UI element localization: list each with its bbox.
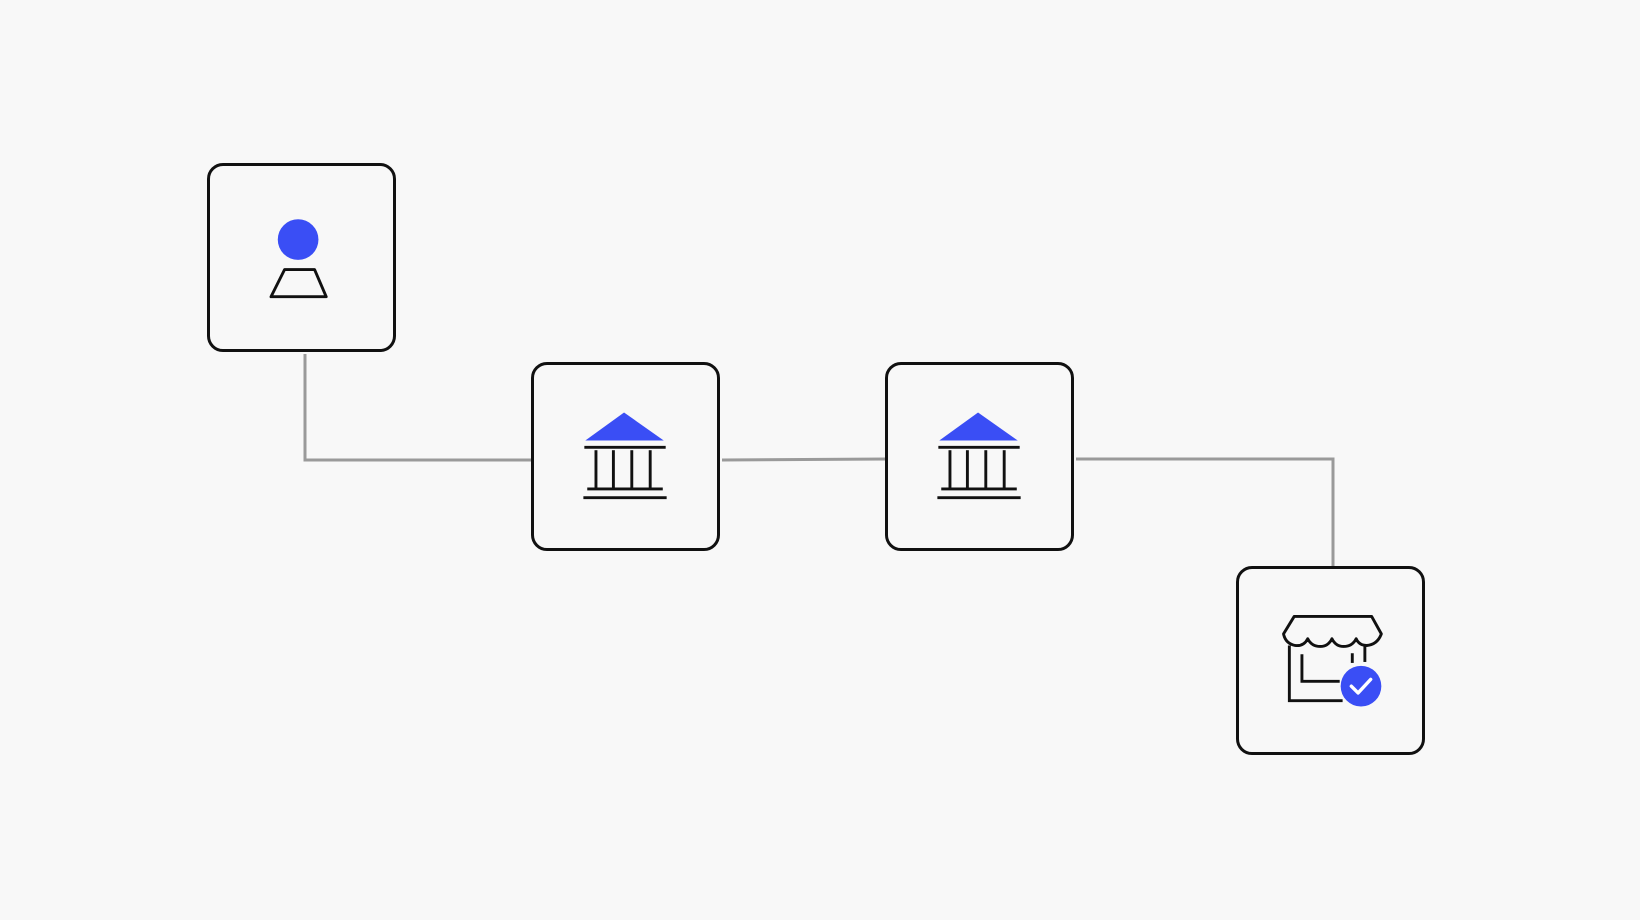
connector-sender-to-bank-1 xyxy=(303,354,533,462)
sender-node xyxy=(207,163,396,352)
verified-store-icon xyxy=(1282,614,1383,707)
person-icon xyxy=(269,219,328,299)
bank-icon xyxy=(583,412,667,500)
connector-bank-2-to-merchant xyxy=(1076,457,1335,566)
connector-bank-1-to-bank-2 xyxy=(721,457,888,462)
bank-node-2 xyxy=(885,362,1074,551)
bank-icon xyxy=(937,412,1021,500)
bank-node-1 xyxy=(531,362,720,551)
merchant-node xyxy=(1236,566,1425,755)
